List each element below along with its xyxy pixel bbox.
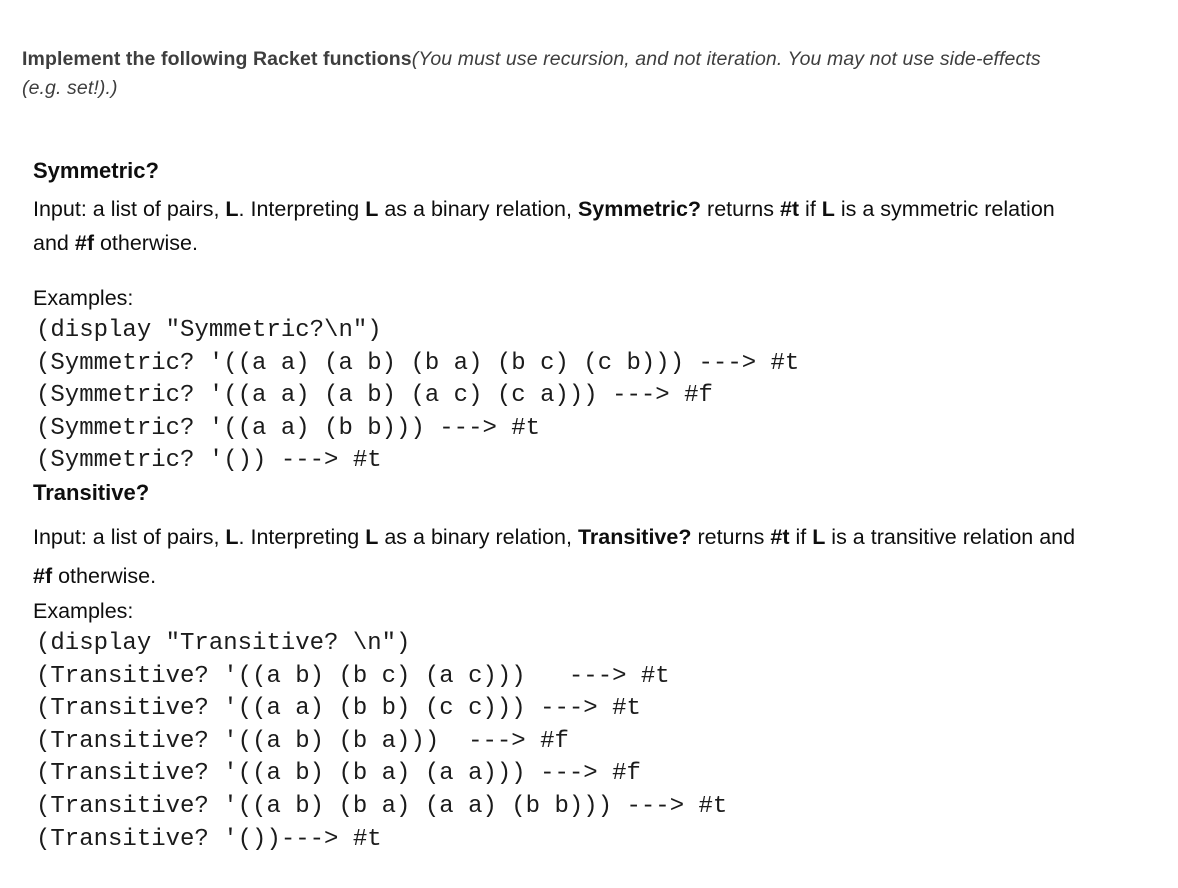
code-line: (Transitive? '((a a) (b b) (c c))) ---> … [36,695,641,723]
section-transitive: Transitive? Input: a list of pairs, L. I… [0,480,1178,856]
transitive-description: Input: a list of pairs, L. Interpreting … [33,524,1076,588]
section-symmetric: Symmetric? Input: a list of pairs, L. In… [0,158,1178,478]
code-line: (Symmetric? '()) ---> #t [36,447,382,475]
code-line: (Symmetric? '((a a) (a b) (b a) (b c) (c… [36,349,800,377]
code-line: (Transitive? '((a b) (b a) (a a) (b b)))… [36,792,728,820]
code-line: (Symmetric? '((a a) (b b))) ---> #t [36,414,541,442]
code-line: (display "Transitive? \n") [36,629,411,657]
assignment-instructions: Implement the following Racket functions… [22,48,1041,99]
code-line: (display "Symmetric?\n") [36,317,382,344]
examples-label: Examples: [33,286,134,310]
section-title-symmetric: Symmetric? [33,158,159,183]
code-line: (Transitive? '((a b) (b a) (a a))) ---> … [36,760,641,788]
code-line: (Transitive? '((a b) (b a))) ---> #f [36,727,569,755]
symmetric-description: Input: a list of pairs, L. Interpreting … [33,197,1055,255]
code-line: (Transitive? '())---> #t [36,825,382,853]
code-line: (Symmetric? '((a a) (a b) (a c) (c a))) … [36,382,713,410]
examples-label: Examples: [33,598,134,623]
symmetric-code-examples: (display "Symmetric?\n") (Symmetric? '((a… [0,315,1178,478]
section-title-transitive: Transitive? [33,479,150,505]
transitive-code-examples: (display "Transitive? \n") (Transitive? '… [0,628,1178,856]
code-line: (Transitive? '((a b) (b c) (a c))) ---> … [36,662,670,690]
